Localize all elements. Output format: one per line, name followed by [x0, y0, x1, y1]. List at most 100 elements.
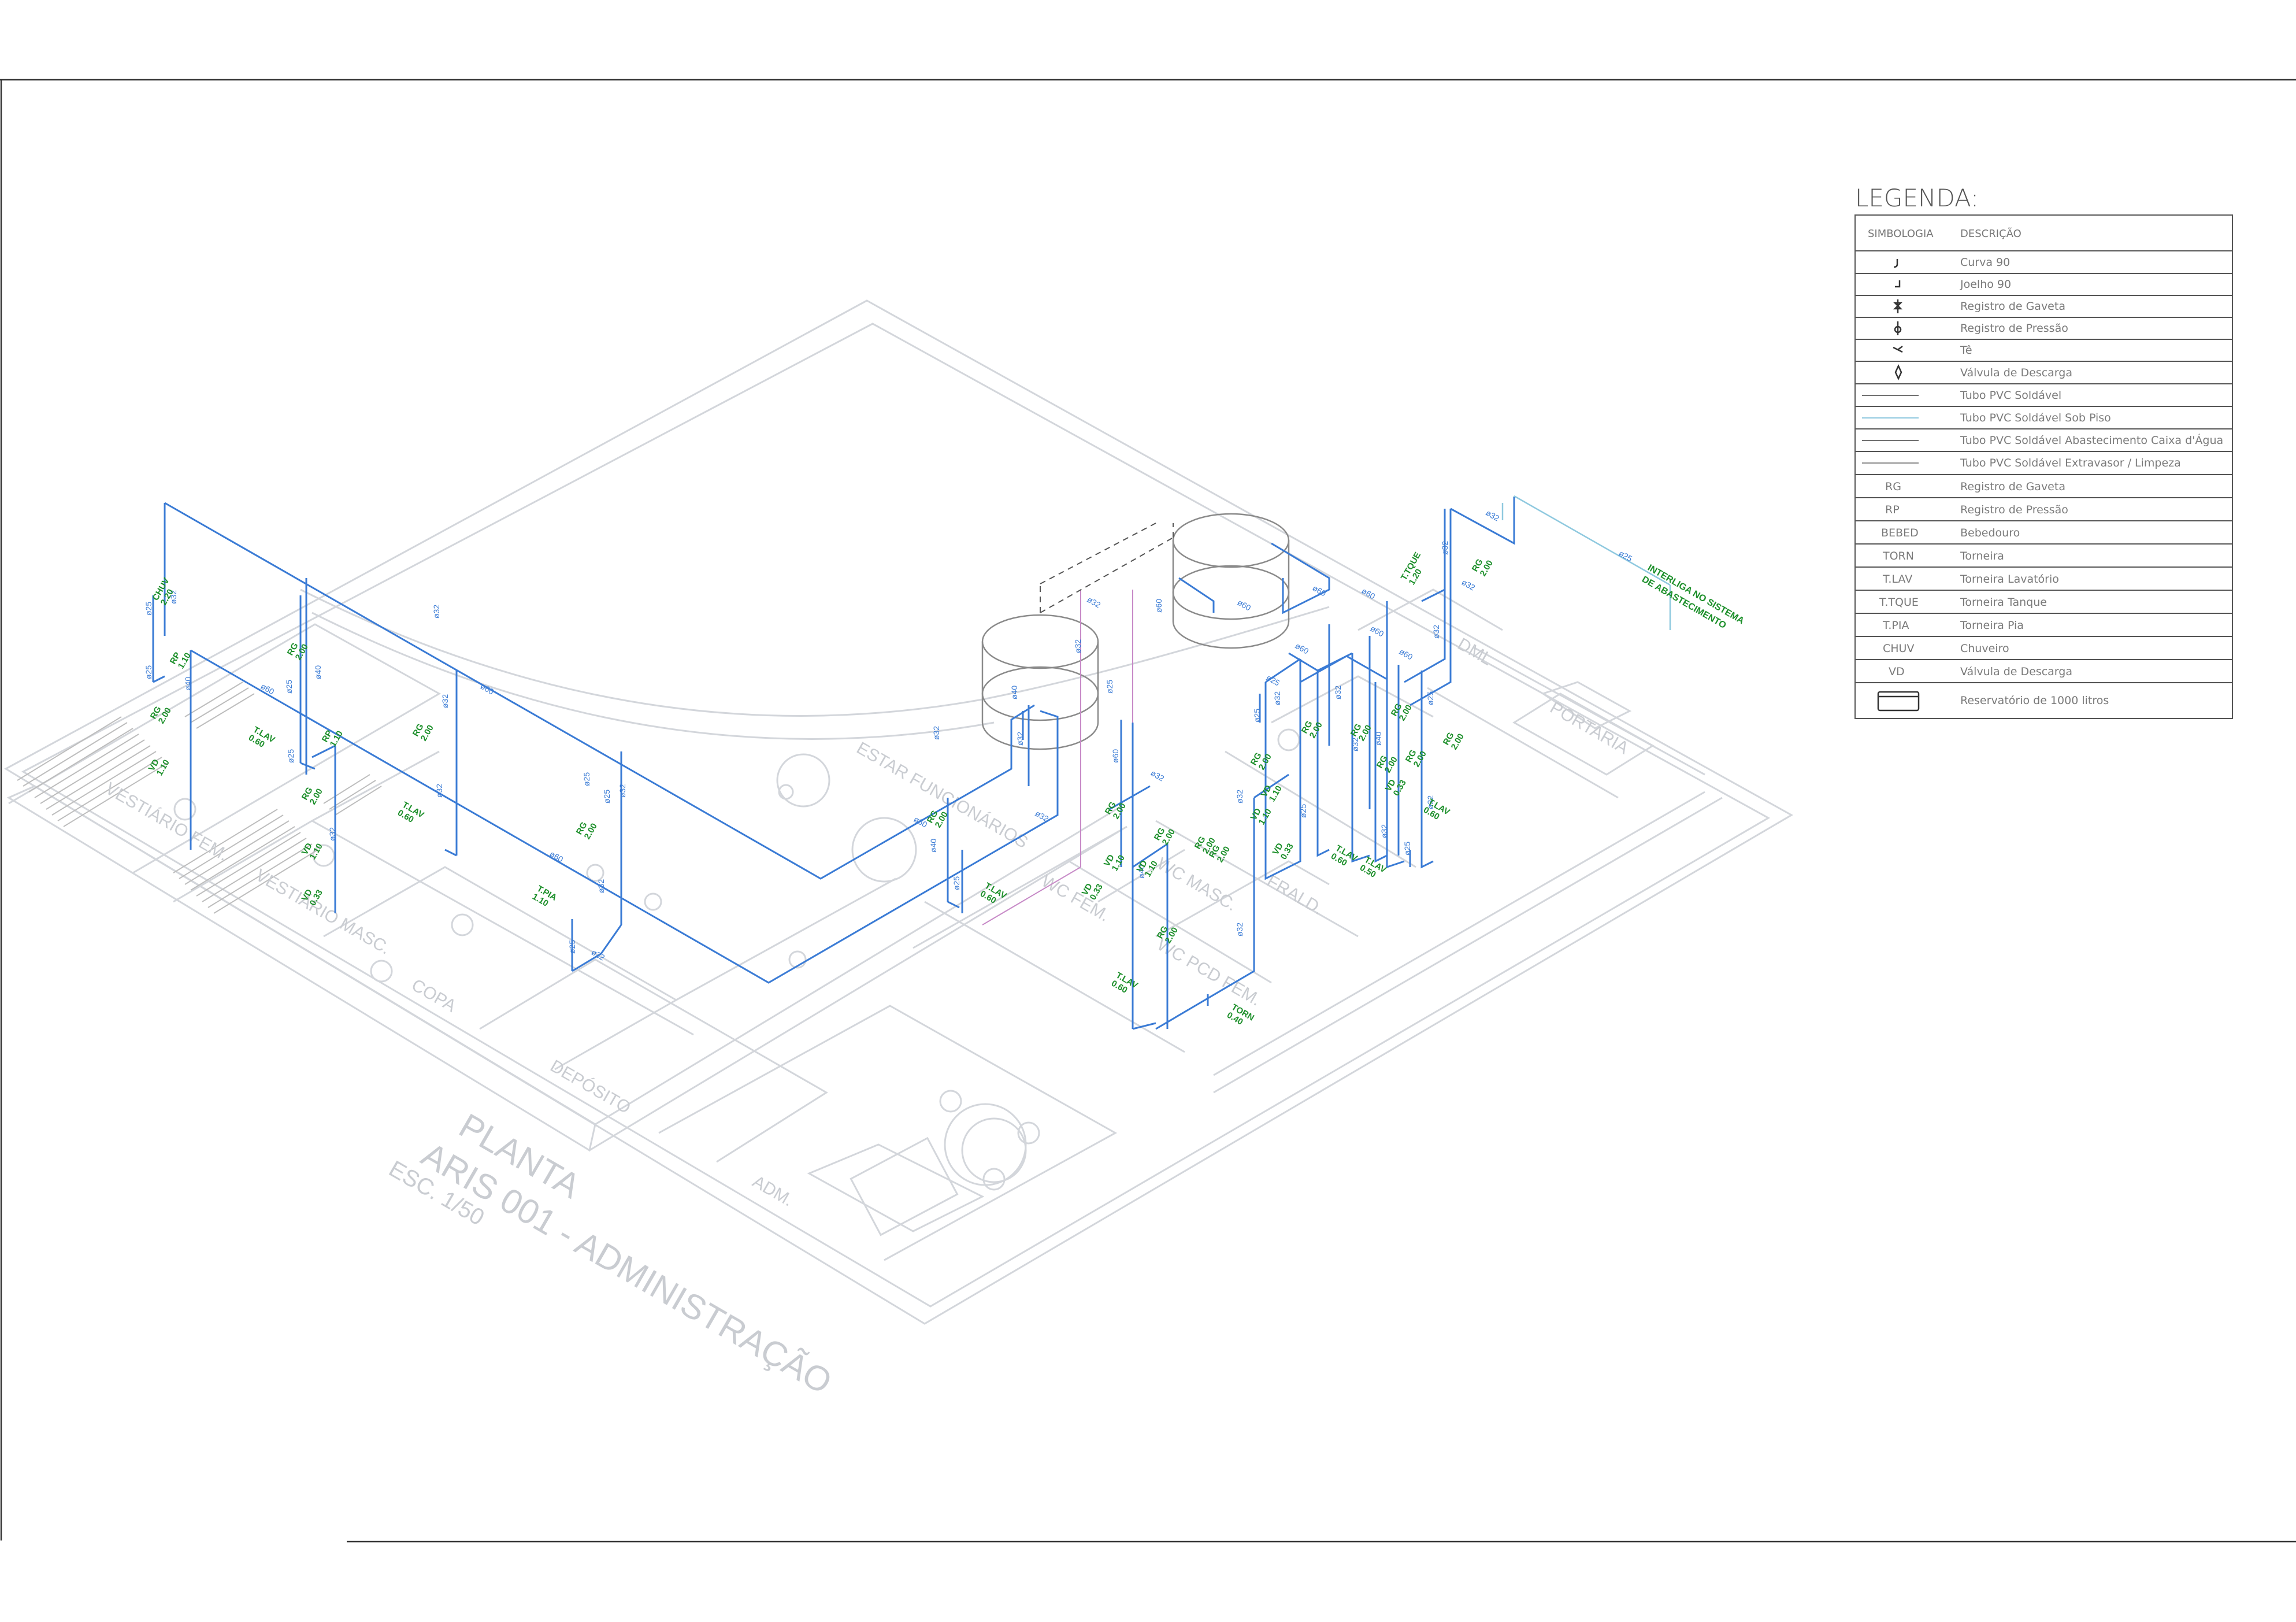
floor-plan [3, 299, 1794, 1325]
pipe-size: ø32 [1073, 639, 1082, 653]
pipe-size: ø25 [1403, 842, 1412, 856]
pipe-size: ø60 [1154, 599, 1163, 613]
gate-valve-icon [1893, 299, 1903, 313]
pipe-size: ø25 [144, 602, 153, 616]
overflow-lines [982, 590, 1133, 925]
pipe-size: ø40 [1137, 865, 1146, 879]
pipe-size: ø32 [1485, 508, 1501, 523]
legend-header: SIMBOLOGIA DESCRIÇÃO [1868, 227, 2021, 240]
legend-row-desc: Registro de Gaveta [1960, 480, 2065, 493]
reservoir-icon [1877, 691, 1920, 712]
pipe-size: ø25 [567, 940, 577, 954]
pipe-size: ø40 [1374, 732, 1383, 746]
pipe-size: ø32 [1235, 923, 1244, 936]
pipe-size: ø25 [582, 772, 591, 786]
legend-row-desc: Válvula de Descarga [1960, 665, 2072, 678]
legend-row-desc: Tubo PVC Soldável Abastecimento Caixa d'… [1960, 434, 2223, 447]
dim-lines [1040, 523, 1174, 613]
pipe-size: ø32 [328, 827, 337, 841]
pipe-size: ø32 [596, 879, 606, 893]
pipe-size: ø25 [952, 876, 961, 890]
pipe-size: ø40 [1010, 686, 1019, 699]
pipe-size: ø25 [286, 749, 295, 763]
legend-col-desc: DESCRIÇÃO [1960, 227, 2021, 240]
pipe-size: ø40 [313, 665, 322, 679]
legend-row-desc: Registro de Gaveta [1960, 300, 2065, 313]
pipe-size: ø40 [929, 839, 938, 853]
shower-hatch [17, 682, 382, 914]
legend-row-symbol: RP [1885, 503, 1900, 516]
legend-row-desc: Válvula de Descarga [1960, 366, 2072, 379]
pipe-size: ø25 [144, 665, 153, 679]
pipe-size: ø32 [1086, 595, 1103, 610]
pipe-size: ø32 [1149, 768, 1166, 783]
pipe-size: ø25 [602, 790, 611, 803]
pipe-size: ø32 [432, 605, 441, 619]
legend-row-desc: Reservatório de 1000 litros [1960, 694, 2109, 707]
pipe-size: ø25 [1618, 549, 1634, 564]
pipe-size: ø32 [1440, 541, 1449, 555]
pipe-size: ø60 [1311, 583, 1328, 598]
pipe-size: ø60 [1294, 641, 1311, 656]
tee-icon [1893, 346, 1903, 353]
legend-row-symbol: RG [1885, 480, 1901, 493]
room-wc-fem: WC FEM. [1038, 871, 1113, 925]
room-fraldario: FRALD. [1264, 871, 1327, 919]
legend-row-desc: Torneira [1960, 550, 2004, 562]
pipe-size: ø25 [1252, 709, 1262, 723]
legend-row-desc: Tubo PVC Soldável [1960, 389, 2061, 402]
legend-table-grid [1854, 214, 2233, 719]
pipe-size: ø60 [1236, 598, 1253, 613]
supply-line [1501, 495, 1671, 630]
room-vestiario-masc: VESTIÁRIO MASC. [253, 865, 394, 958]
pipe-size: ø32 [932, 726, 941, 740]
pipe-size: ø32 [1235, 790, 1244, 803]
legend-row-desc: Registro de Pressão [1960, 322, 2068, 335]
legend-row-symbol: T.PIA [1882, 619, 1909, 632]
elbow-90-icon [1895, 280, 1901, 288]
room-copa: COPA [409, 975, 459, 1016]
legend-row-desc: Torneira Tanque [1960, 596, 2047, 609]
supply-note: INTERLIGA NO SISTEMA DE ABASTECIMENTO [1640, 563, 1746, 631]
legend-row-symbol: T.LAV [1882, 573, 1912, 586]
pipe-size: ø25 [1105, 680, 1114, 694]
legend-row-desc: Tubo PVC Soldável Sob Piso [1960, 412, 2111, 424]
pipe-size: ø32 [1273, 691, 1282, 705]
pipe-size: ø32 [169, 590, 178, 604]
room-estar: ESTAR FUNCIONÁRIOS [854, 738, 1032, 852]
plan-title: PLANTA ARIS 001 - ADMINISTRAÇÃO ESC. 1/5… [385, 1106, 839, 1401]
legend-title: LEGENDA: [1855, 184, 1979, 212]
pipe-size: ø60 [1369, 624, 1386, 639]
legend-row-desc: Bebedouro [1960, 527, 2020, 539]
pipe-size: ø40 [183, 677, 192, 691]
pipe-size: ø32 [1015, 732, 1025, 746]
pipe-size: ø60 [1360, 586, 1377, 601]
pressure-valve-icon [1894, 321, 1902, 335]
pipe-size: ø32 [618, 784, 627, 798]
room-deposito: DEPÓSITO [547, 1056, 634, 1117]
legend-rows: Curva 90 Joelho 90 Registro de Gaveta Re… [1879, 256, 2223, 707]
legend-symbols [1862, 259, 1920, 712]
plan-title-line2: ARIS 001 - ADMINISTRAÇÃO [416, 1135, 839, 1401]
pipe-size: ø60 [1398, 647, 1415, 662]
pipe-size: ø32 [1351, 738, 1360, 751]
pipe-size: ø25 [1299, 804, 1308, 818]
legend-col-symbol: SIMBOLOGIA [1868, 228, 1934, 240]
flush-valve-icon [1894, 364, 1902, 381]
legend-row-symbol: VD [1889, 665, 1905, 678]
pipe-size: ø25 [284, 680, 294, 694]
pipe-size: ø60 [1111, 749, 1120, 763]
legend-row-symbol: T.TQUE [1879, 596, 1919, 609]
pipe-size: ø32 [435, 784, 444, 798]
pipe-size: ø25 [1265, 673, 1282, 688]
legend-row-desc: Tubo PVC Soldável Extravasor / Limpeza [1960, 457, 2181, 469]
sheet-frame [0, 79, 2296, 1543]
legend-row-desc: Torneira Pia [1960, 619, 2024, 632]
legend: LEGENDA: SIMBOLOGIA DESCRI [1854, 184, 2233, 719]
legend-row-desc: Torneira Lavatório [1960, 573, 2059, 586]
pipe-network [152, 497, 1515, 1030]
pipe-size: ø60 [259, 682, 276, 697]
pipe-size: ø32 [1426, 795, 1435, 809]
legend-row-symbol: BEBED [1881, 527, 1919, 539]
